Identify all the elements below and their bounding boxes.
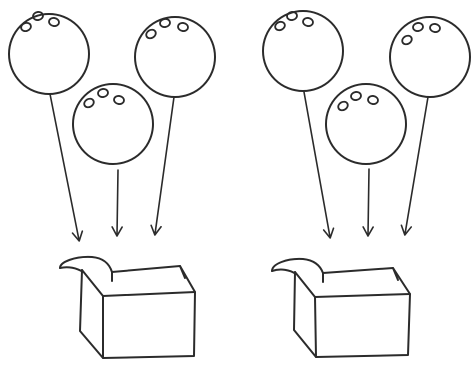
down-arrow-icon [111, 169, 123, 237]
bowling-ball-icon [72, 83, 154, 165]
down-arrow-icon [49, 93, 84, 242]
group-right [262, 10, 471, 358]
down-arrow-icon [303, 91, 335, 239]
group-left [8, 11, 216, 359]
bowling-ball-icon [134, 16, 216, 98]
bowling-ball-icon [8, 11, 90, 95]
down-arrow-icon [400, 96, 429, 236]
open-box-icon [59, 255, 196, 359]
bowling-ball-icon [389, 16, 471, 98]
bowling-ball-icon [262, 10, 344, 92]
down-arrow-icon [150, 96, 175, 236]
down-arrow-icon [362, 168, 374, 237]
open-box-icon [271, 257, 411, 358]
bowling-ball-icon [325, 83, 407, 165]
